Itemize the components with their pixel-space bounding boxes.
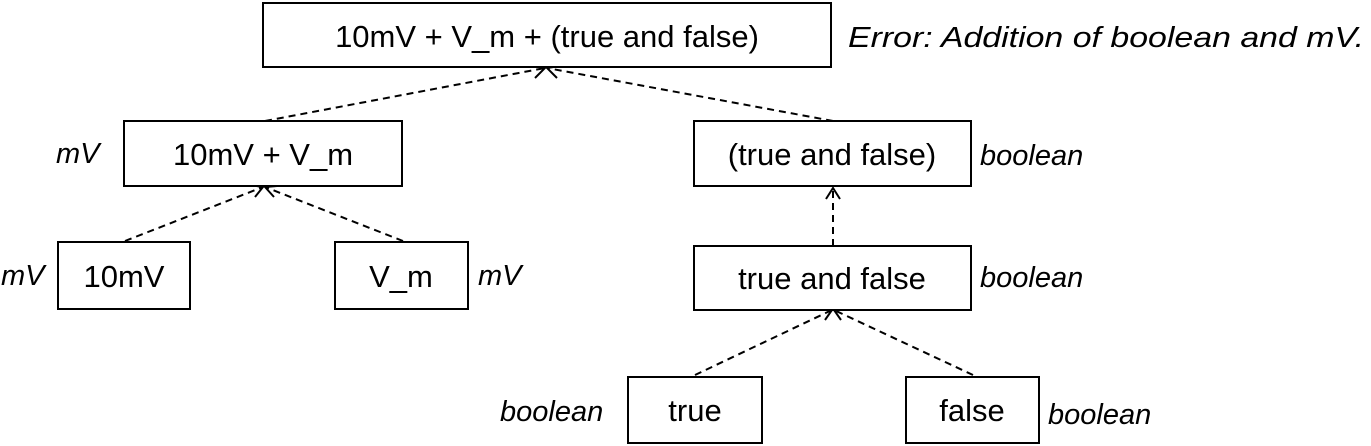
node-root-label: 10mV + V_m + (true and false) xyxy=(335,19,759,54)
node-false-type: boolean xyxy=(1048,399,1151,431)
node-true-box xyxy=(627,376,763,444)
node-false: false xyxy=(905,376,1040,444)
node-10mv-box xyxy=(57,241,191,310)
node-and-type: boolean xyxy=(980,262,1083,294)
node-vm: V_m xyxy=(334,241,469,310)
node-false-box xyxy=(905,376,1040,444)
node-10mv: 10mV xyxy=(57,241,191,310)
node-vm-box xyxy=(334,241,469,310)
edge-10mv-to-sum xyxy=(124,186,264,242)
edge-vm-to-sum xyxy=(264,186,404,242)
node-and-label: true and false xyxy=(738,261,926,296)
node-sum: 10mV + V_m xyxy=(123,120,403,187)
edge-paren-to-root xyxy=(546,67,834,122)
arrowhead-and-to-paren xyxy=(825,186,841,200)
edges xyxy=(124,64,974,376)
edge-sum-to-root xyxy=(264,67,546,122)
edge-false-to-and xyxy=(833,309,974,376)
node-paren-type: boolean xyxy=(980,140,1083,172)
node-root: 10mV + V_m + (true and false) xyxy=(262,2,832,68)
node-false-label: false xyxy=(939,393,1004,428)
node-paren-box xyxy=(693,120,972,187)
node-paren-label: (true and false) xyxy=(728,137,937,172)
node-sum-type: mV xyxy=(56,138,102,170)
node-true: true xyxy=(627,376,763,444)
node-root-box xyxy=(262,2,832,68)
node-paren: (true and false) xyxy=(693,120,972,187)
node-sum-box xyxy=(123,120,403,187)
node-and-box xyxy=(693,245,972,311)
node-vm-type: mV xyxy=(478,260,524,292)
node-10mv-label: 10mV xyxy=(84,259,165,294)
node-true-type: boolean xyxy=(500,396,603,428)
node-10mv-type: mV xyxy=(1,260,47,292)
node-true-label: true xyxy=(668,393,721,428)
node-sum-label: 10mV + V_m xyxy=(173,137,353,172)
edge-true-to-and xyxy=(694,309,833,376)
node-and: true and false xyxy=(693,245,972,311)
node-root-type: Error: Addition of boolean and mV. xyxy=(848,22,1364,54)
node-vm-label: V_m xyxy=(369,259,433,294)
